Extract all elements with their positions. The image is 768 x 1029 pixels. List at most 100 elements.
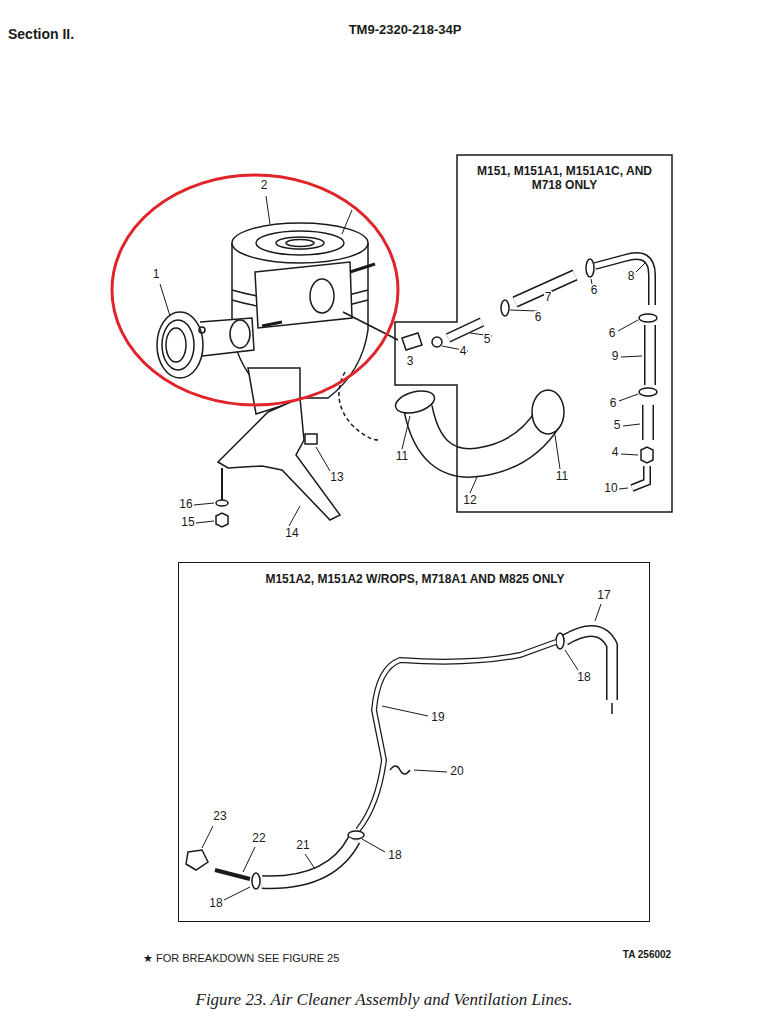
inset-heading: M151A2, M151A2 W/ROPS, M718A1 AND M825 O…: [189, 572, 641, 586]
elbow-outline: [632, 466, 647, 488]
leader-line: [623, 424, 640, 426]
callout-number: 9: [611, 350, 620, 364]
callout-number: 18: [208, 897, 223, 911]
callout-number: 6: [608, 327, 617, 341]
inset-box: M151, M151A1, M151A1C, AND M718 ONLY: [395, 155, 672, 512]
leader-line: [595, 604, 601, 621]
stud: [221, 468, 223, 500]
hose-fill: [418, 408, 548, 463]
footnote: ★ FOR BREAKDOWN SEE FIGURE 25: [143, 952, 339, 965]
leader-line: [619, 394, 638, 401]
clamp: [639, 388, 657, 396]
leader-line: [160, 284, 170, 316]
clamp: [252, 873, 260, 889]
callout-number: 5: [613, 419, 622, 433]
hose-outline: [418, 408, 548, 463]
tube-outline: [642, 405, 654, 440]
callout-number: 1: [152, 268, 161, 282]
callout-number: 3: [406, 355, 415, 369]
callout-number: 10: [603, 482, 618, 496]
inset-box: M151A2, M151A2 W/ROPS, M718A1 AND M825 O…: [178, 562, 650, 922]
leader-line: [402, 416, 410, 449]
leader-line: [618, 320, 638, 331]
leader-line: [342, 210, 352, 234]
callout-number: 5: [483, 333, 492, 347]
inset-heading-holder: M151, M151A1, M151A1C, AND M718 ONLY: [463, 164, 666, 192]
elbow-fill: [632, 466, 647, 488]
callout-number: 6: [534, 311, 543, 325]
callout-number: 13: [329, 471, 344, 485]
callout-number: 2: [260, 179, 269, 193]
callout-number: 22: [251, 832, 266, 846]
cap-knob: [199, 327, 205, 333]
leader-lines: [160, 196, 646, 900]
leader-line: [565, 650, 578, 670]
document-number: TM9-2320-218-34P: [349, 23, 462, 38]
clip: [390, 766, 410, 774]
inset-heading-holder: M151A2, M151A2 W/ROPS, M718A1 AND M825 O…: [189, 572, 641, 586]
clamp: [348, 831, 364, 839]
hose-outline: [565, 631, 612, 700]
tube-outline: [644, 325, 656, 385]
fitting: [641, 447, 653, 463]
clamp: [639, 314, 657, 322]
tube-fill: [448, 322, 482, 338]
hidden-hose: [339, 372, 378, 440]
figure-code: TA 256002: [623, 949, 671, 961]
clamp: [556, 633, 564, 649]
callout-number: 20: [449, 765, 464, 779]
stud: [350, 264, 375, 272]
bracket: [218, 398, 340, 520]
clamp: [501, 300, 509, 316]
fitting: [215, 870, 250, 879]
callout-number: 18: [387, 849, 402, 863]
callout-number: 17: [596, 589, 611, 603]
cap-ring: [162, 320, 194, 370]
callout-number: 8: [627, 270, 636, 284]
air-cleaner-top: [232, 223, 368, 263]
top-ring: [276, 237, 324, 249]
elbow-fitting: [186, 850, 208, 870]
inlet-tube: [200, 318, 254, 356]
top-ring: [286, 240, 314, 247]
figure-caption: Figure 23. Air Cleaner Assembly and Vent…: [196, 990, 573, 1010]
callout-number: 4: [611, 446, 620, 460]
top-ring: [256, 231, 344, 255]
callout-number: 14: [284, 527, 299, 541]
leader-line: [619, 488, 628, 489]
outlet-port: [310, 279, 334, 313]
clamp: [586, 259, 594, 277]
tube-outline: [448, 322, 482, 338]
leader-line: [305, 854, 315, 869]
nut: [216, 513, 228, 527]
highlight-circle: [112, 175, 398, 405]
fitting: [402, 333, 422, 350]
callout-number: 11: [555, 470, 569, 484]
callout-number: 19: [430, 711, 445, 725]
stud: [262, 322, 282, 326]
callout-number: 21: [295, 839, 310, 853]
tube-fill: [646, 325, 655, 385]
tube-end: [611, 703, 613, 714]
leader-line: [266, 196, 270, 224]
fitting: [432, 337, 442, 347]
tube-fill: [644, 405, 653, 440]
bolt: [305, 434, 317, 444]
cap-ring: [166, 328, 186, 362]
leader-line: [224, 887, 250, 900]
leader-line: [555, 435, 560, 469]
tube-fill: [595, 256, 652, 305]
callout-number: 7: [544, 291, 553, 305]
clamp: [532, 390, 564, 434]
callout-number: 4: [459, 345, 468, 359]
hose-fill: [565, 631, 612, 700]
callout-number: 11: [395, 450, 409, 464]
callout-number: 15: [180, 516, 195, 530]
tube-outline: [595, 256, 652, 305]
section-heading: Section II.: [8, 26, 74, 42]
leader-line: [316, 447, 330, 471]
leader-line: [289, 506, 300, 526]
leader-line: [243, 847, 255, 872]
leader-line: [196, 521, 214, 523]
